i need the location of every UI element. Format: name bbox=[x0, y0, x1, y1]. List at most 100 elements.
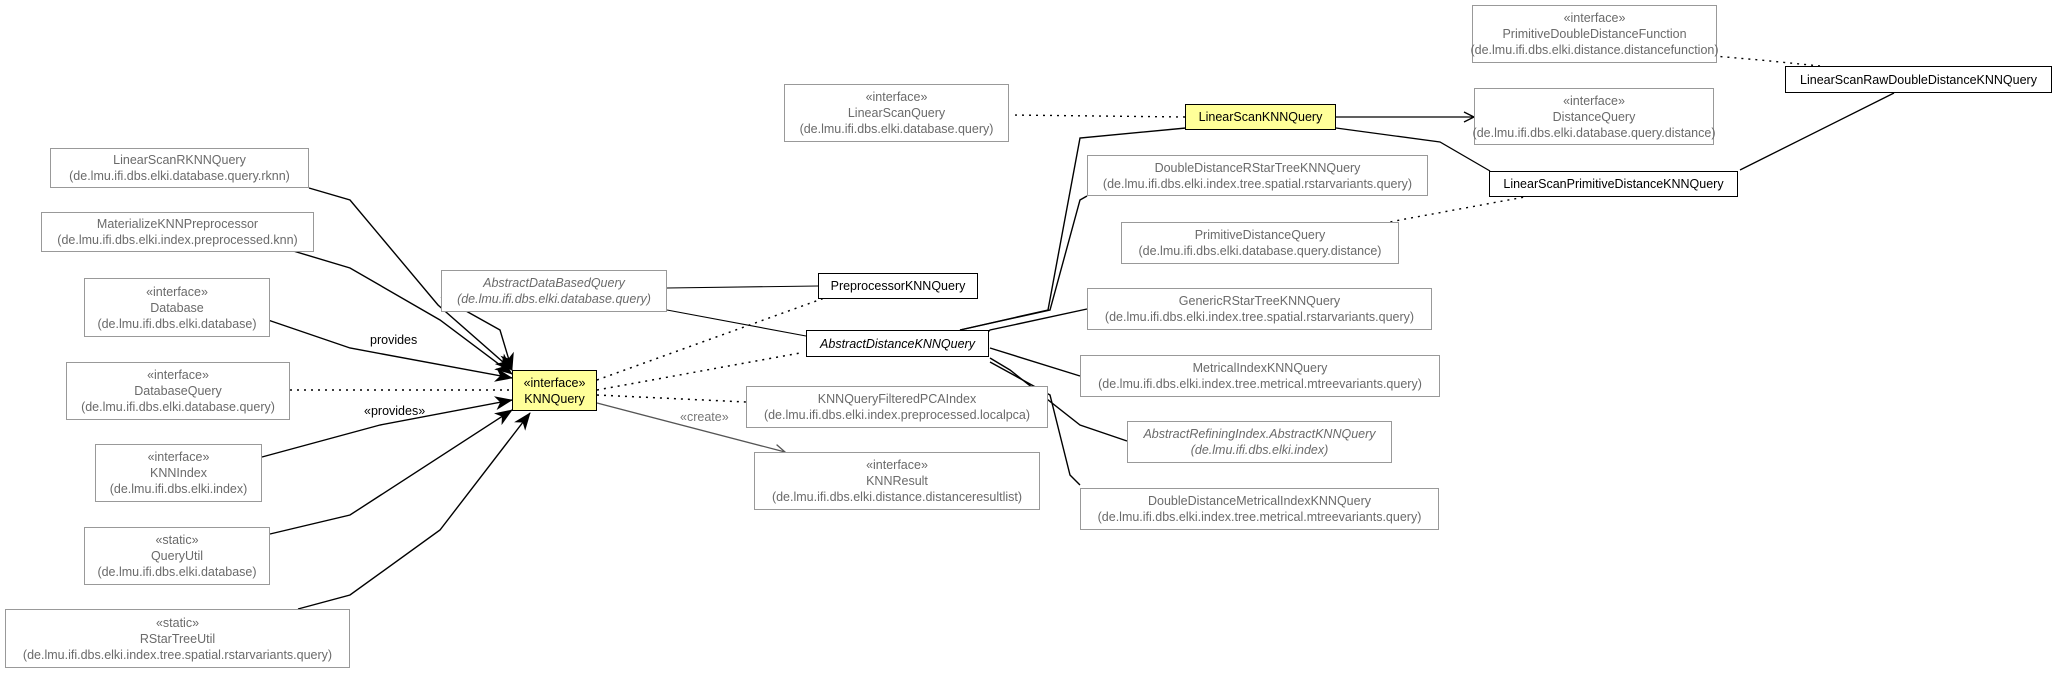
edge-linearscanknn-to-linearscanquery bbox=[1009, 114, 1186, 118]
node-rstar-tree-util[interactable]: «static» RStarTreeUtil (de.lmu.ifi.dbs.e… bbox=[5, 609, 350, 668]
node-abstract-refining-index-knn-query[interactable]: AbstractRefiningIndex.AbstractKNNQuery (… bbox=[1127, 421, 1392, 463]
edge-materialize-to-knnquery bbox=[289, 249, 513, 375]
node-abstract-distance-knn-query[interactable]: AbstractDistanceKNNQuery bbox=[806, 330, 989, 357]
node-primitive-double-distance-function[interactable]: «interface» PrimitiveDoubleDistanceFunct… bbox=[1470, 5, 1719, 63]
edge-linearscanrknn-to-knnquery bbox=[308, 187, 513, 371]
node-package: (de.lmu.ifi.dbs.elki.database.query.rknn… bbox=[69, 169, 290, 183]
node-package: (de.lmu.ifi.dbs.elki.database.query.dist… bbox=[1138, 244, 1382, 258]
edge-database-to-knnquery bbox=[267, 319, 513, 382]
node-name: RStarTreeUtil bbox=[139, 631, 216, 646]
node-name: LinearScanPrimitiveDistanceKNNQuery bbox=[1503, 177, 1724, 191]
node-linear-scan-primitive-distance-knn-query[interactable]: LinearScanPrimitiveDistanceKNNQuery bbox=[1489, 171, 1738, 197]
edge-knnquery-to-knnresult bbox=[596, 402, 785, 452]
node-package: (de.lmu.ifi.dbs.elki.index) bbox=[1190, 443, 1329, 457]
node-linear-scan-raw-double-distance-knn-query[interactable]: LinearScanRawDoubleDistanceKNNQuery bbox=[1785, 66, 2052, 93]
node-name: KNNIndex bbox=[150, 466, 207, 480]
node-name: QueryUtil bbox=[150, 549, 204, 563]
node-package: (de.lmu.ifi.dbs.elki.index.tree.spatial.… bbox=[1104, 310, 1415, 324]
node-abstract-data-based-query[interactable]: AbstractDataBasedQuery (de.lmu.ifi.dbs.e… bbox=[441, 270, 667, 312]
node-primitive-distance-query[interactable]: PrimitiveDistanceQuery (de.lmu.ifi.dbs.e… bbox=[1121, 222, 1399, 264]
node-package: (de.lmu.ifi.dbs.elki.index.preprocessed.… bbox=[57, 233, 298, 247]
node-knn-query[interactable]: «interface» KNNQuery bbox=[512, 370, 597, 411]
node-name: MetricalIndexKNNQuery bbox=[1192, 361, 1328, 375]
node-name: MaterializeKNNPreprocessor bbox=[96, 217, 259, 231]
node-name: KNNResult bbox=[866, 474, 928, 488]
node-name: GenericRStarTreeKNNQuery bbox=[1178, 294, 1341, 308]
node-package: (de.lmu.ifi.dbs.elki.index.tree.spatial.… bbox=[22, 647, 333, 662]
node-package: (de.lmu.ifi.dbs.elki.database) bbox=[97, 316, 257, 331]
node-double-distance-metrical-index-knn-query[interactable]: DoubleDistanceMetricalIndexKNNQuery (de.… bbox=[1080, 488, 1439, 530]
edge-linearscanprimitive-to-linearscanknn bbox=[1335, 127, 1491, 172]
edge-linearscanraw-to-primitivedoubledistancefunction bbox=[1701, 54, 1821, 67]
node-package: (de.lmu.ifi.dbs.elki.index) bbox=[109, 482, 248, 496]
node-generic-rstar-tree-knn-query[interactable]: GenericRStarTreeKNNQuery (de.lmu.ifi.dbs… bbox=[1087, 288, 1432, 330]
node-package: (de.lmu.ifi.dbs.elki.index.preprocessed.… bbox=[763, 408, 1031, 422]
edge-preprocessor-to-abstractdatabased bbox=[666, 285, 819, 289]
node-linear-scan-query[interactable]: «interface» LinearScanQuery (de.lmu.ifi.… bbox=[784, 84, 1009, 142]
edge-metrical-to-abstractdistance bbox=[989, 347, 1081, 377]
edge-rstartreeutil-to-knnquery bbox=[297, 412, 531, 610]
node-name: DoubleDistanceRStarTreeKNNQuery bbox=[1154, 160, 1361, 175]
node-stereotype: «interface» bbox=[1563, 93, 1625, 108]
node-name: AbstractDataBasedQuery bbox=[483, 276, 625, 290]
node-stereotype: «interface» bbox=[147, 450, 210, 464]
node-name: LinearScanRKNNQuery bbox=[113, 153, 246, 167]
edge-label-provides: provides bbox=[370, 333, 418, 347]
node-package: (de.lmu.ifi.dbs.elki.index.tree.spatial.… bbox=[1102, 176, 1413, 191]
node-query-util[interactable]: «static» QueryUtil (de.lmu.ifi.dbs.elki.… bbox=[84, 527, 270, 585]
node-package: (de.lmu.ifi.dbs.elki.distance.distancere… bbox=[771, 490, 1023, 504]
node-name: KNNQueryFilteredPCAIndex bbox=[817, 392, 977, 406]
node-materialize-knn-preprocessor[interactable]: MaterializeKNNPreprocessor (de.lmu.ifi.d… bbox=[41, 212, 314, 252]
node-package: (de.lmu.ifi.dbs.elki.database) bbox=[97, 565, 257, 579]
node-linear-scan-rknn-query[interactable]: LinearScanRKNNQuery (de.lmu.ifi.dbs.elki… bbox=[50, 148, 309, 188]
node-package: (de.lmu.ifi.dbs.elki.database.query) bbox=[799, 122, 994, 136]
node-name: DatabaseQuery bbox=[134, 384, 222, 398]
edge-linearscanraw-to-linearscanprimitive bbox=[1739, 92, 1895, 171]
node-name: DoubleDistanceMetricalIndexKNNQuery bbox=[1147, 494, 1371, 508]
edge-knnindex-to-knnquery bbox=[261, 396, 513, 458]
node-package: (de.lmu.ifi.dbs.elki.database.query.dist… bbox=[1472, 125, 1716, 140]
node-metrical-index-knn-query[interactable]: MetricalIndexKNNQuery (de.lmu.ifi.dbs.el… bbox=[1080, 355, 1440, 397]
edge-knnquery-to-filteredpca bbox=[596, 394, 747, 403]
node-stereotype: «interface» bbox=[147, 368, 209, 382]
node-database[interactable]: «interface» Database (de.lmu.ifi.dbs.elk… bbox=[84, 278, 270, 337]
node-stereotype: «interface» bbox=[523, 375, 586, 390]
node-stereotype: «interface» bbox=[865, 90, 928, 104]
node-name: PrimitiveDoubleDistanceFunction bbox=[1502, 27, 1687, 41]
edge-doubledistancerstar-to-abstractdistance bbox=[959, 195, 1088, 331]
edge-abstractdistance-to-abstractdatabased bbox=[666, 309, 807, 337]
node-distance-query[interactable]: «interface» DistanceQuery (de.lmu.ifi.db… bbox=[1472, 88, 1716, 145]
node-package: (de.lmu.ifi.dbs.elki.index.tree.metrical… bbox=[1097, 510, 1422, 524]
node-linear-scan-knn-query[interactable]: LinearScanKNNQuery bbox=[1185, 104, 1336, 130]
node-database-query[interactable]: «interface» DatabaseQuery (de.lmu.ifi.db… bbox=[66, 362, 290, 420]
node-name: DistanceQuery bbox=[1552, 109, 1636, 124]
node-name: Database bbox=[150, 300, 204, 315]
node-stereotype: «interface» bbox=[866, 458, 928, 472]
node-package: (de.lmu.ifi.dbs.elki.index.tree.metrical… bbox=[1098, 377, 1422, 391]
node-stereotype: «interface» bbox=[1563, 11, 1626, 25]
node-package: (de.lmu.ifi.dbs.elki.distance.distancefu… bbox=[1470, 43, 1719, 57]
node-name: LinearScanRawDoubleDistanceKNNQuery bbox=[1800, 72, 2037, 87]
edge-linearscanprimitive-to-primitivedistancequery bbox=[1389, 195, 1531, 223]
node-stereotype: «interface» bbox=[146, 284, 208, 299]
node-knn-result[interactable]: «interface» KNNResult (de.lmu.ifi.dbs.el… bbox=[754, 452, 1040, 510]
edge-knnquery-to-abstractdistance bbox=[596, 352, 801, 391]
node-knn-query-filtered-pca-index[interactable]: KNNQueryFilteredPCAIndex (de.lmu.ifi.dbs… bbox=[746, 386, 1048, 428]
node-name: KNNQuery bbox=[524, 391, 585, 406]
node-package: (de.lmu.ifi.dbs.elki.database.query) bbox=[457, 292, 651, 306]
node-double-distance-rstar-tree-knn-query[interactable]: DoubleDistanceRStarTreeKNNQuery (de.lmu.… bbox=[1087, 155, 1428, 196]
node-name: LinearScanKNNQuery bbox=[1198, 110, 1323, 124]
node-knn-index[interactable]: «interface» KNNIndex (de.lmu.ifi.dbs.elk… bbox=[95, 444, 262, 502]
edge-label-provides-stereotype: «provides» bbox=[364, 404, 426, 418]
node-preprocessor-knn-query[interactable]: PreprocessorKNNQuery bbox=[818, 273, 978, 299]
node-name: PrimitiveDistanceQuery bbox=[1194, 228, 1326, 242]
edge-doubledistancemetrical-to-abstractdistance bbox=[989, 361, 1081, 486]
edge-queryutil-to-knnquery bbox=[269, 409, 513, 535]
node-name: PreprocessorKNNQuery bbox=[830, 279, 966, 293]
node-name: AbstractRefiningIndex.AbstractKNNQuery bbox=[1143, 427, 1376, 441]
node-name: LinearScanQuery bbox=[847, 106, 946, 120]
node-stereotype: «static» bbox=[155, 533, 199, 547]
edge-label-create: «create» bbox=[680, 410, 729, 424]
node-stereotype: «static» bbox=[155, 615, 200, 630]
